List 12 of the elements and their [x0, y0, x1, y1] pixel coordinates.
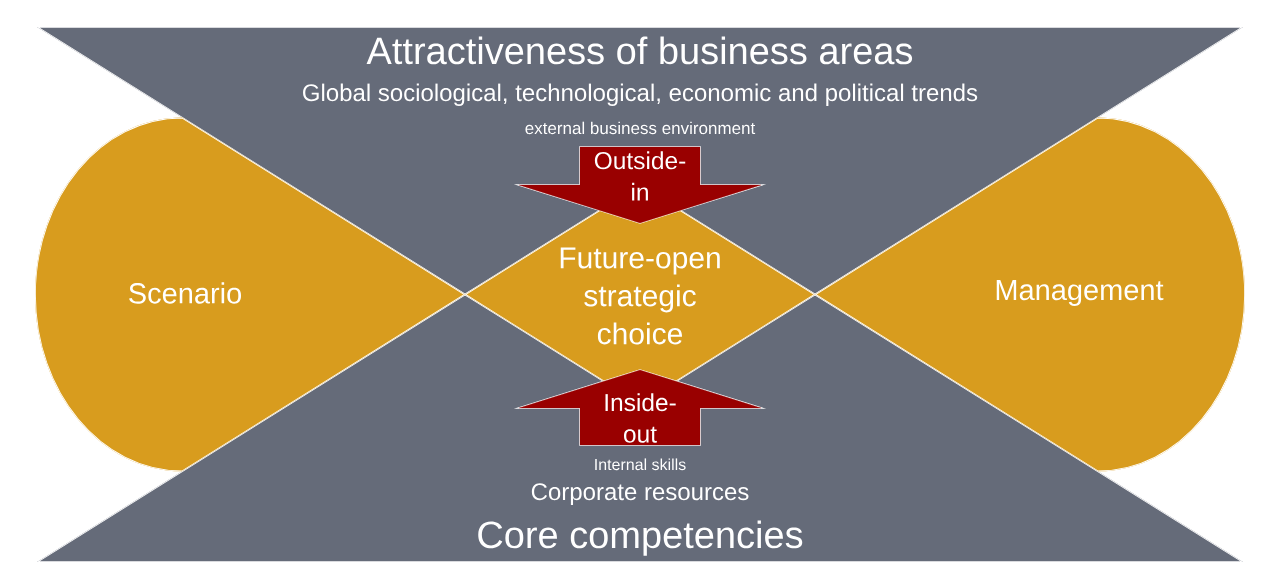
note-text: external business environment	[525, 121, 756, 135]
block-arrow	[518, 369, 762, 446]
right-lobe: Management	[815, 117, 1245, 472]
block-arrow	[518, 146, 762, 224]
edge-label: Inside-out	[605, 393, 676, 443]
heading-text: Core competencies	[478, 520, 803, 556]
heading-text: Attractiveness of business areas	[366, 36, 913, 65]
note-text: Internal skills	[595, 458, 686, 471]
edge-label: Outside-in	[594, 151, 686, 201]
left-lobe: Scenario	[35, 117, 465, 472]
subheading-text: Corporate resources	[531, 483, 749, 505]
subheading-text: Global sociological, technological, economic and political trends	[303, 83, 978, 106]
